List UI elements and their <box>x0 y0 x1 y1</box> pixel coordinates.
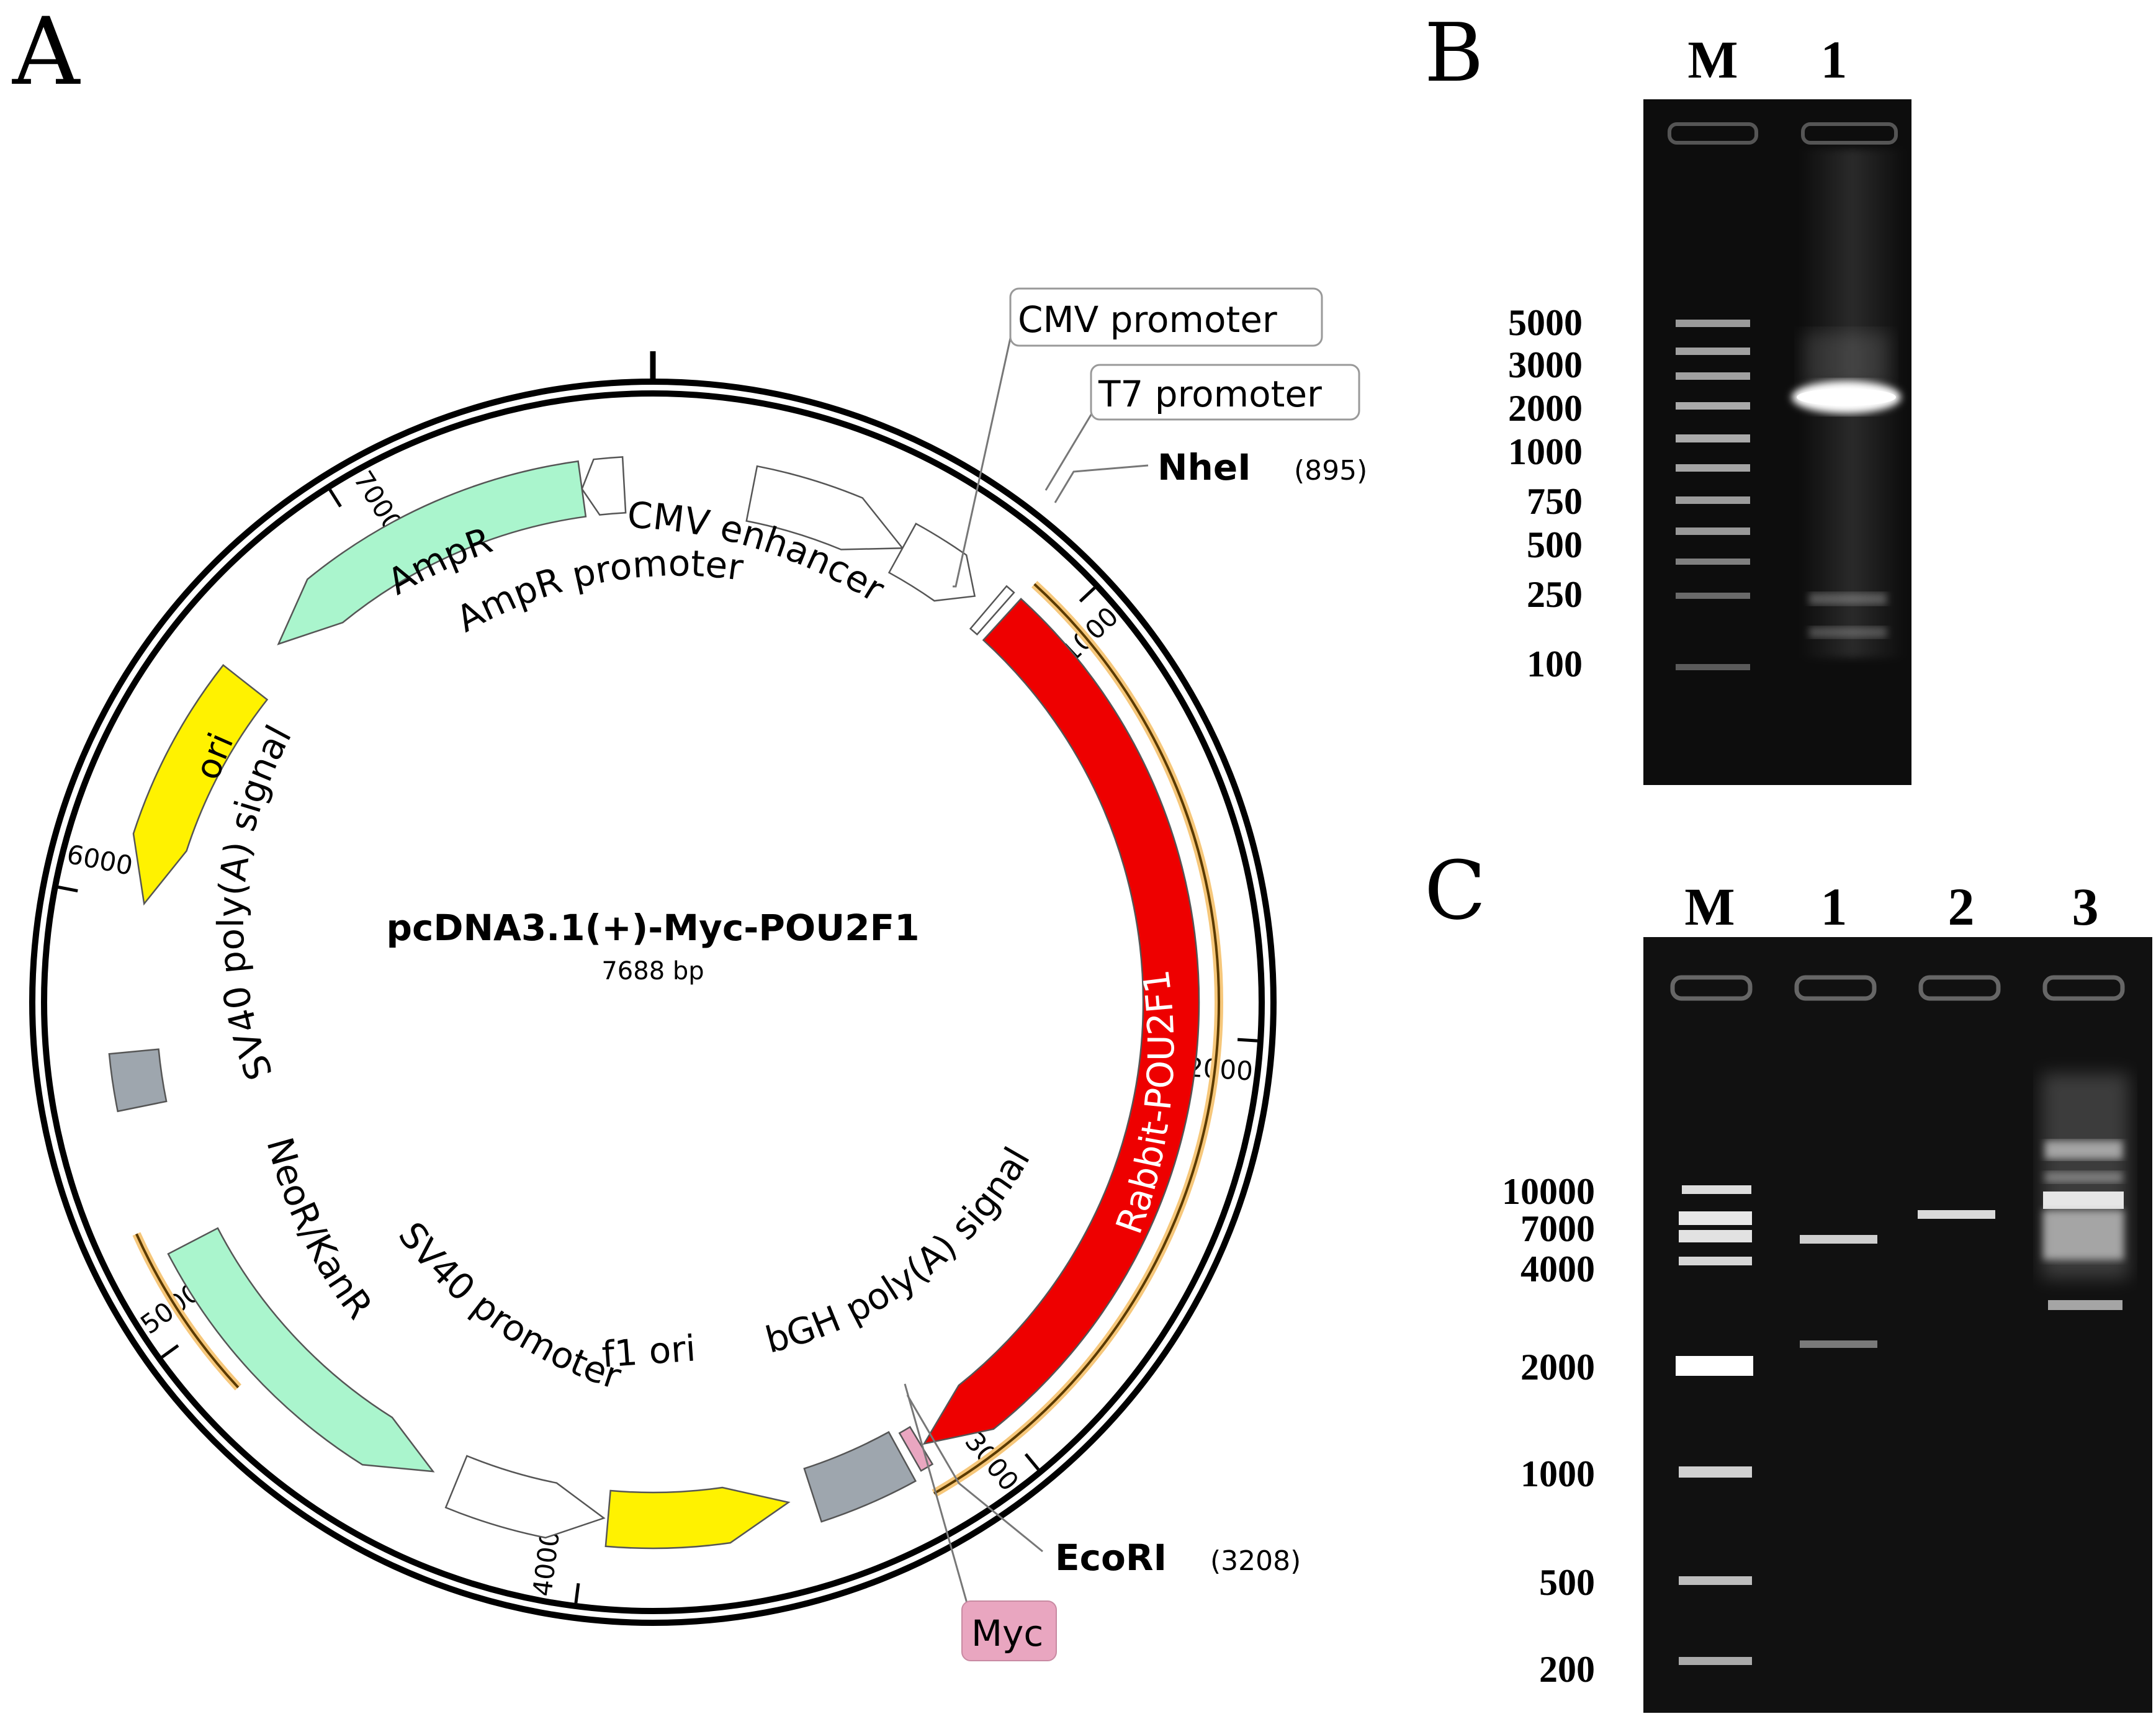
feature-neor-kanr <box>167 1227 435 1473</box>
svg-text:7000: 7000 <box>1520 1208 1595 1249</box>
svg-text:5000: 5000 <box>1508 302 1583 343</box>
gel-b-marker-labels: 5000 3000 2000 1000 750 500 250 100 <box>1508 302 1583 684</box>
svg-text:(3208): (3208) <box>1210 1545 1301 1577</box>
bgh-polya-label: bGH poly(A) signal <box>761 1140 1038 1362</box>
svg-text:750: 750 <box>1527 481 1583 522</box>
svg-text:500: 500 <box>1539 1562 1595 1603</box>
backbone-inner <box>41 390 1265 1614</box>
svg-text:(895): (895) <box>1294 455 1367 487</box>
svg-text:500: 500 <box>1527 524 1583 565</box>
panel-label-c: C <box>1424 843 1486 938</box>
feature-ampr <box>277 460 587 645</box>
svg-text:100: 100 <box>1527 644 1583 684</box>
callout-nhei: NheI (895) <box>1054 446 1367 503</box>
tick-5000 <box>161 1344 179 1358</box>
gel-c-background <box>1643 937 2152 1713</box>
primer-arc-2 <box>135 1233 240 1389</box>
gel-c-lane-3: 3 <box>2072 877 2099 936</box>
gel-c-lane-m: M <box>1684 877 1735 936</box>
feature-t7-promoter <box>969 585 1015 636</box>
feature-f1-ori <box>604 1486 791 1550</box>
svg-text:200: 200 <box>1539 1649 1595 1690</box>
feature-sv40-polya <box>108 1048 168 1113</box>
gel-c-marker-labels: 10000 7000 4000 2000 1000 500 200 <box>1502 1171 1595 1690</box>
svg-text:2000: 2000 <box>1520 1347 1595 1388</box>
svg-text:NheI: NheI <box>1157 446 1251 488</box>
panel-label-a: A <box>12 0 81 106</box>
tick-3000 <box>1024 1453 1040 1471</box>
svg-text:1000: 1000 <box>1520 1453 1595 1494</box>
feature-ampr-promoter <box>581 456 627 516</box>
tick-label-6000: 6000 <box>65 839 135 881</box>
primer-arc-1 <box>933 583 1220 1495</box>
svg-text:EcoRI: EcoRI <box>1055 1537 1167 1579</box>
svg-text:3000: 3000 <box>1508 344 1583 385</box>
callout-ecori: EcoRI (3208) <box>906 1394 1301 1579</box>
callout-t7-promoter: T7 promoter <box>1044 364 1360 491</box>
feature-sv40-promoter <box>444 1455 606 1539</box>
feature-cmv-promoter <box>887 523 976 602</box>
features <box>108 456 1200 1550</box>
svg-text:T7 promoter: T7 promoter <box>1098 373 1322 415</box>
callout-cmv-promoter: CMV promoter <box>953 287 1323 588</box>
plasmid-size: 7688 bp <box>601 957 704 985</box>
callout-myc: Myc <box>904 1383 1057 1661</box>
f1-ori-label: f1 ori <box>601 1327 698 1375</box>
panel-label-b: B <box>1424 6 1484 100</box>
tick-marks <box>58 488 1258 1604</box>
tick-2000 <box>1237 1038 1258 1043</box>
tick-4000 <box>574 1583 580 1604</box>
svg-text:4000: 4000 <box>1520 1249 1595 1290</box>
sv40-promoter-label: SV40 promoter <box>390 1214 626 1398</box>
gel-c: M 1 2 3 <box>1643 877 2152 1713</box>
svg-text:250: 250 <box>1527 574 1583 615</box>
gel-c-lane-2: 2 <box>1948 877 1975 936</box>
svg-text:2000: 2000 <box>1508 388 1583 429</box>
primer-arcs <box>132 581 1223 1497</box>
tick-1000 <box>1079 586 1096 603</box>
insert-label: Rabbit-POU2F1 <box>1108 967 1182 1239</box>
gel-b: M 1 <box>1643 30 1911 785</box>
plasmid-name: pcDNA3.1(+)-Myc-POU2F1 <box>386 907 919 949</box>
gel-c-lane-1: 1 <box>1821 877 1848 936</box>
feature-rabbit-pou2f1 <box>922 598 1200 1445</box>
svg-text:Myc: Myc <box>971 1612 1043 1654</box>
tick-6000 <box>58 886 78 893</box>
gel-b-lane-m: M <box>1687 30 1738 89</box>
feature-bgh-polya <box>803 1430 917 1523</box>
feature-ori <box>132 664 269 906</box>
neor-label: NeoR/KanR <box>258 1133 381 1326</box>
gel-b-lane-1: 1 <box>1821 30 1848 89</box>
svg-text:10000: 10000 <box>1502 1171 1595 1212</box>
tick-7000 <box>328 488 342 508</box>
svg-text:1000: 1000 <box>1508 431 1583 472</box>
svg-text:CMV promoter: CMV promoter <box>1018 298 1277 341</box>
tick-label-4000: 4000 <box>527 1528 565 1598</box>
